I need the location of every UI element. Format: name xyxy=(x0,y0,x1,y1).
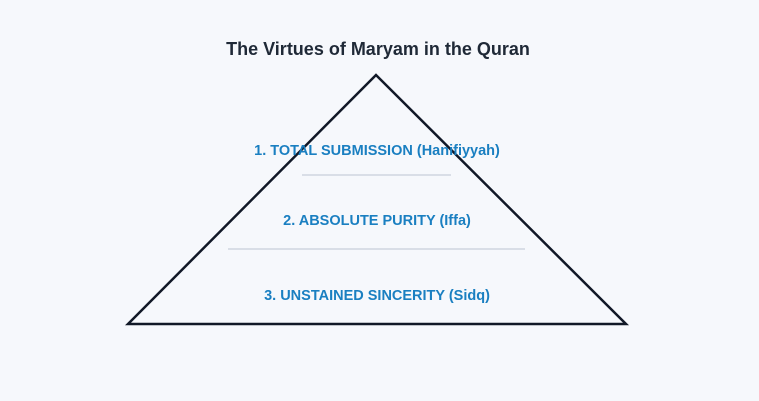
pyramid-level-3-label: 3. UNSTAINED SINCERITY (Sidq) xyxy=(264,288,490,304)
pyramid-level-1-label: 1. TOTAL SUBMISSION (Hanifiyyah) xyxy=(254,143,500,159)
pyramid-outline xyxy=(124,73,630,326)
diagram-title: The Virtues of Maryam in the Quran xyxy=(226,39,530,59)
pyramid-level-2-label: 2. ABSOLUTE PURITY (Iffa) xyxy=(283,213,471,229)
